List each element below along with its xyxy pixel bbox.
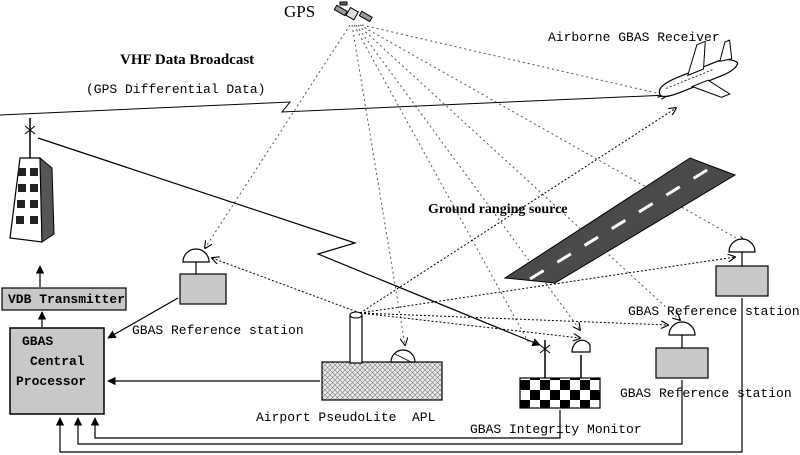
gps-label: GPS xyxy=(284,2,316,21)
reference-station-right-lower-icon xyxy=(655,321,709,379)
vdb-tower-icon xyxy=(9,118,55,243)
feedback-lines xyxy=(55,298,743,453)
vhf-broadcast-line xyxy=(0,95,668,116)
tower-monitor-link xyxy=(37,137,541,347)
reference-station-right-upper-icon xyxy=(715,238,769,297)
airborne-receiver-label: Airborne GBAS Receiver xyxy=(548,30,720,45)
vhf-broadcast-title: VHF Data Broadcast xyxy=(120,52,255,68)
ground-ranging-label: Ground ranging source xyxy=(428,202,568,217)
vhf-broadcast-subtitle: (GPS Differential Data) xyxy=(86,82,266,97)
apl-label: APL xyxy=(412,410,436,425)
integrity-monitor-icon xyxy=(519,339,601,409)
vdb-transmitter-label: VDB Transmitter xyxy=(8,292,126,307)
processor-line-1: GBAS xyxy=(22,334,54,349)
integrity-monitor-label: GBAS Integrity Monitor xyxy=(470,422,642,437)
reference-station-left-label: GBAS Reference station xyxy=(132,323,304,338)
reference-station-right-upper-label: GBAS Reference station xyxy=(628,304,800,319)
gps-signal-lines xyxy=(205,24,745,345)
gps-satellite-icon xyxy=(333,1,373,23)
reference-station-left-icon xyxy=(179,248,227,305)
apl-ranging-lines xyxy=(212,108,735,338)
left-station-to-processor-arrow xyxy=(107,297,179,339)
runway xyxy=(503,157,737,284)
processor-line-2: Central xyxy=(30,354,85,369)
airplane-icon xyxy=(658,39,739,98)
vdb-transmitter-box xyxy=(1,287,127,311)
reference-station-right-lower-label: GBAS Reference station xyxy=(620,386,792,401)
pseudolite-label: Airport PseudoLite xyxy=(256,410,397,425)
processor-line-3: Processor xyxy=(16,374,87,389)
central-processor-box xyxy=(9,327,105,415)
pseudolite-icon xyxy=(321,311,443,401)
